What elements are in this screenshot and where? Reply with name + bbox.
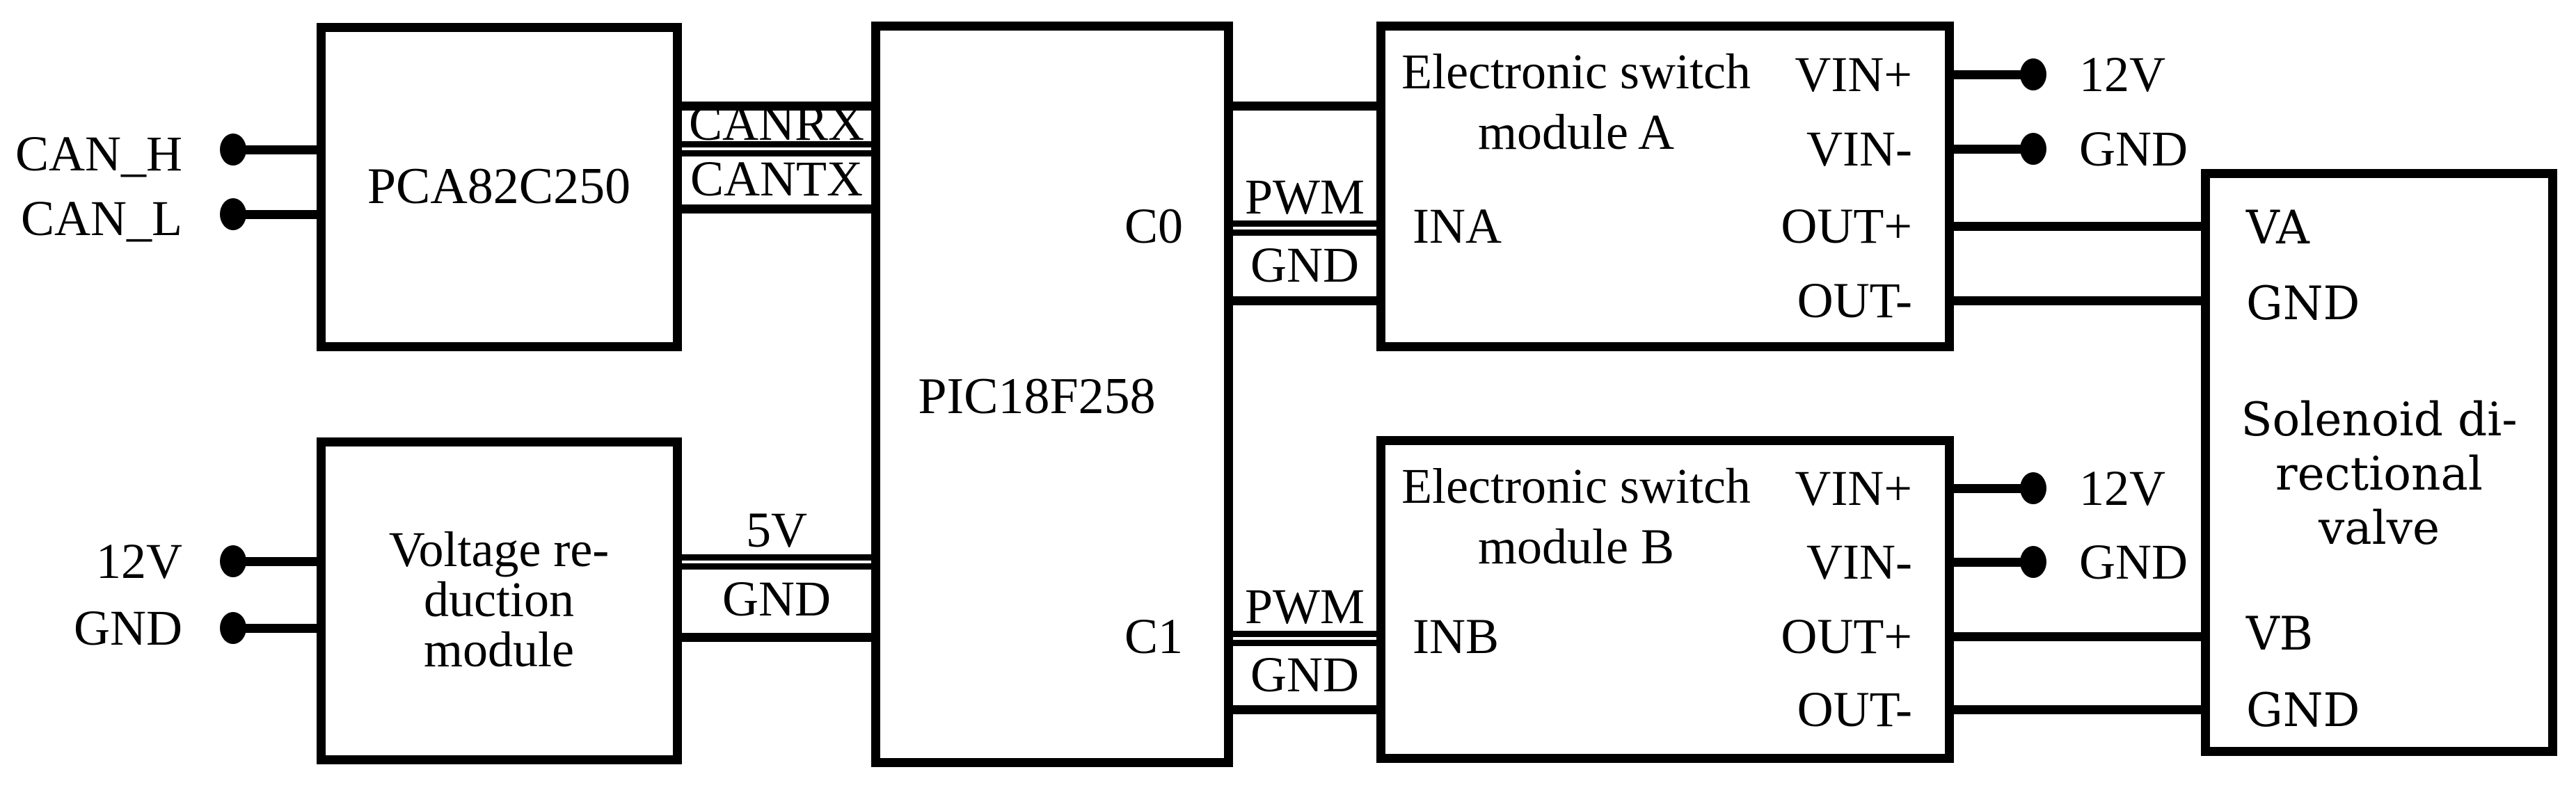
terminal-dot-12v-left	[220, 545, 246, 577]
switch-a-pin-vin-plus: VIN+	[1795, 47, 1912, 102]
wire-out-minus-a	[1948, 296, 2209, 305]
rule-gnd5v-bottom	[678, 633, 876, 642]
switch-a-title-line1: Electronic switch	[1401, 44, 1751, 99]
net-label-5v: 5V	[746, 502, 807, 558]
rule-canrx-bottom-2	[678, 150, 876, 156]
rule-canrx-bottom-1	[678, 141, 876, 147]
terminal-dot-gnd-a	[2020, 133, 2046, 165]
switch-a-pin-out-minus: OUT-	[1797, 273, 1912, 328]
wire-vin-minus-a	[1948, 145, 2035, 154]
net-label-pwm-a: PWM	[1244, 169, 1365, 225]
wire-out-plus-a	[1948, 222, 2209, 231]
terminal-dot-can-l	[220, 198, 246, 230]
terminal-dot-gnd-left	[220, 612, 246, 644]
rule-pwm-a-bottom-2	[1228, 230, 1381, 236]
switch-b-pin-out-minus: OUT-	[1797, 682, 1912, 737]
rule-5v-bottom-2	[678, 563, 876, 570]
wire-can-l	[233, 210, 324, 219]
label-12v-b: 12V	[2079, 460, 2165, 516]
label-gnd-left: GND	[74, 600, 182, 656]
net-label-canrx: CANRX	[688, 95, 865, 151]
switch-a-pin-ina: INA	[1413, 198, 1502, 254]
rule-pwm-a-bottom-1	[1228, 220, 1381, 227]
pic-pin-c0: C0	[1124, 198, 1183, 254]
switch-a-pin-vin-minus: VIN-	[1806, 121, 1912, 177]
switch-a-title-line2: module A	[1478, 104, 1674, 160]
valve-pin-va: VA	[2246, 201, 2309, 255]
valve-title-line2: rectional	[2275, 447, 2483, 501]
vrm-title-line3: module	[424, 622, 574, 677]
wire-vin-plus-a	[1948, 70, 2035, 79]
terminal-dot-12v-a	[2020, 58, 2046, 90]
rule-gnd-a-bottom	[1228, 296, 1381, 305]
label-12v-a: 12V	[2079, 47, 2165, 102]
terminal-dot-can-h	[220, 134, 246, 166]
wire-vin-plus-b	[1948, 484, 2035, 493]
wire-out-plus-b	[1948, 632, 2209, 641]
rule-canrx-top	[678, 102, 876, 111]
net-label-gnd-a: GND	[1250, 237, 1359, 293]
valve-title-line3: valve	[2318, 501, 2440, 555]
switch-b-pin-vin-plus: VIN+	[1795, 460, 1912, 516]
block-switch-module-a	[1376, 22, 1954, 351]
rule-cantx-bottom	[678, 204, 876, 214]
switch-a-pin-out-plus: OUT+	[1781, 198, 1912, 254]
label-can-l: CAN_L	[21, 191, 182, 246]
switch-b-pin-vin-minus: VIN-	[1806, 534, 1912, 590]
valve-title-line1: Solenoid di-	[2241, 393, 2518, 446]
rule-pwm-a-top	[1228, 102, 1381, 111]
vrm-title-line1: Voltage re-	[388, 522, 610, 577]
rule-gnd-b-bottom	[1228, 705, 1381, 714]
switch-b-pin-inb: INB	[1413, 609, 1499, 664]
valve-pin-gnd-bottom: GND	[2246, 684, 2360, 737]
block-solenoid-valve	[2201, 169, 2557, 756]
block-switch-module-b	[1376, 436, 1954, 763]
wire-12v-left	[233, 557, 324, 566]
block-pic18f258	[871, 22, 1233, 767]
terminal-dot-gnd-b	[2020, 546, 2046, 578]
label-12v-left: 12V	[96, 533, 182, 589]
switch-b-title-line2: module B	[1478, 519, 1674, 574]
block-voltage-reduction	[317, 437, 682, 764]
switch-b-title-line1: Electronic switch	[1401, 458, 1751, 514]
label-gnd-b: GND	[2079, 534, 2188, 590]
rule-5v-bottom-1	[678, 554, 876, 561]
block-pca82c250	[317, 23, 682, 351]
net-label-pwm-b: PWM	[1244, 579, 1365, 634]
switch-b-pin-out-plus: OUT+	[1781, 609, 1912, 664]
rule-pwm-b-bottom-2	[1228, 640, 1381, 646]
valve-pin-vb: VB	[2246, 607, 2314, 661]
label-can-h: CAN_H	[15, 126, 182, 182]
pic-pin-c1: C1	[1124, 609, 1183, 664]
terminal-dot-12v-b	[2020, 472, 2046, 504]
wire-vin-minus-b	[1948, 558, 2035, 567]
vrm-title-line2: duction	[424, 572, 574, 627]
pca-title: PCA82C250	[367, 158, 631, 215]
rule-pwm-b-bottom-1	[1228, 631, 1381, 637]
net-label-gnd-5v: GND	[722, 571, 831, 627]
wire-can-h	[233, 145, 324, 154]
pic-title: PIC18F258	[918, 368, 1156, 425]
net-label-gnd-b: GND	[1250, 647, 1359, 702]
wire-out-minus-b	[1948, 705, 2209, 714]
valve-pin-gnd-top: GND	[2246, 277, 2360, 330]
label-gnd-a: GND	[2079, 121, 2188, 177]
net-label-cantx: CANTX	[690, 151, 863, 207]
wire-gnd-left	[233, 624, 324, 633]
